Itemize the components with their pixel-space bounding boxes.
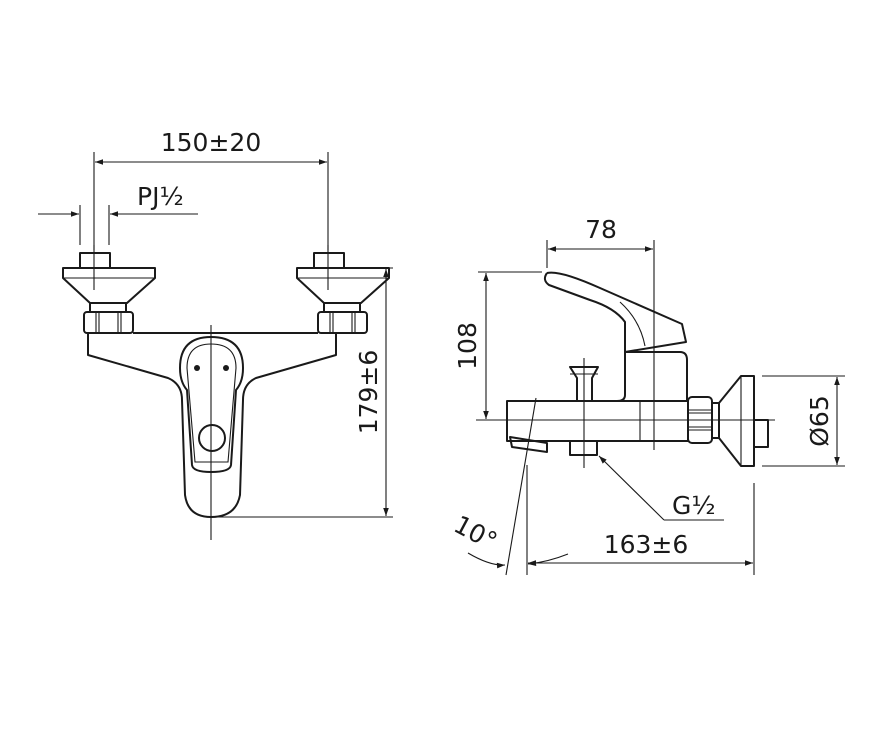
diameter-dimension-label: Ø65 (805, 395, 834, 447)
right-wall-fitting (296, 252, 390, 334)
mixer-body-side (496, 271, 775, 468)
side-thread-label: G½ (672, 491, 716, 520)
height-dimension-label: 179±6 (354, 350, 383, 435)
dimension-angle: 10° (449, 397, 569, 576)
depth-dimension-label: 163±6 (604, 530, 689, 559)
side-view: 78 108 (449, 215, 845, 576)
mixer-body-front (87, 325, 337, 540)
dimension-depth: 163±6 (526, 465, 755, 575)
angle-label: 10° (449, 510, 502, 556)
left-wall-fitting (62, 252, 156, 334)
lever-dimension-label: 78 (585, 215, 617, 244)
thread-label: PJ½ (137, 182, 184, 211)
thread-leader: G½ (598, 455, 724, 521)
dimension-lever: 78 (546, 215, 655, 450)
dimension-height-side: 108 (453, 271, 542, 421)
dimension-diameter: Ø65 (762, 375, 845, 467)
dimension-width: 150±20 (93, 128, 329, 250)
front-view: 150±20 PJ½ (38, 128, 393, 540)
dimension-height-front: 179±6 (213, 267, 393, 518)
side-height-dimension-label: 108 (453, 322, 482, 370)
width-dimension-label: 150±20 (161, 128, 261, 157)
dimension-thread: PJ½ (38, 182, 198, 245)
